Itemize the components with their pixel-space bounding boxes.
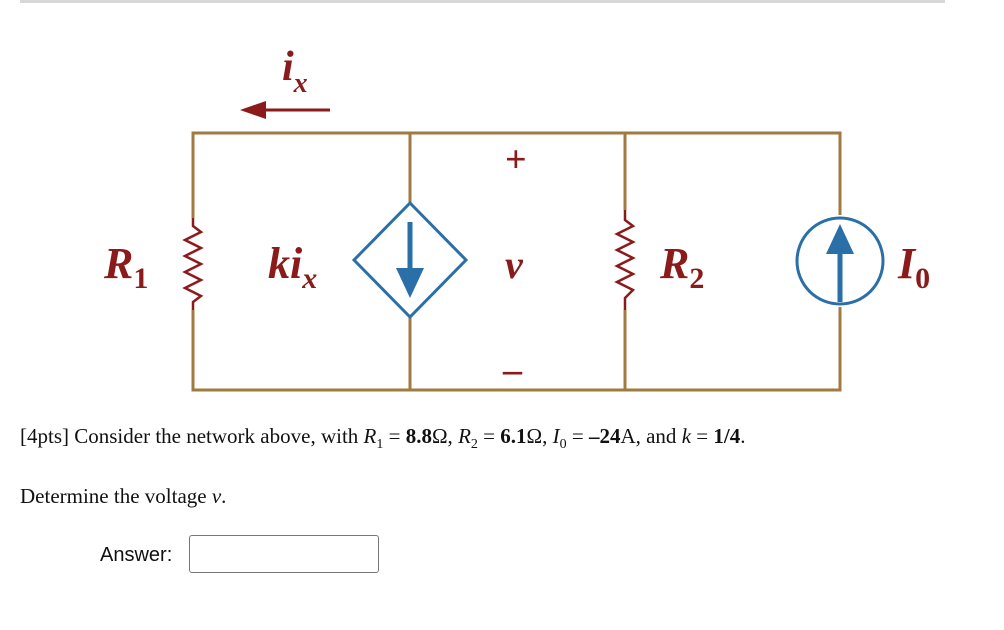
dep-source-label: kix <box>268 239 317 295</box>
arrow-down-icon <box>396 268 424 298</box>
circuit-diagram: ix R1 kix + v – R2 I0 <box>103 44 930 392</box>
r2-value: 6.1 <box>500 424 527 448</box>
determine-text: Determine the voltage v. <box>20 484 227 508</box>
r1-resistor-icon <box>182 218 204 310</box>
ix-label: ix <box>282 44 308 99</box>
k-value: 1/4 <box>713 424 741 448</box>
v-plus-sign: + <box>505 139 527 181</box>
r2-label: R2 <box>659 239 704 295</box>
answer-label: Answer: <box>100 544 173 566</box>
io-value: –24 <box>588 424 621 448</box>
v-label: v <box>505 242 524 287</box>
v-minus-sign: – <box>502 349 523 391</box>
points-label: [4pts] <box>20 424 69 448</box>
arrow-left-icon <box>240 101 266 119</box>
r2-resistor-icon <box>614 210 636 310</box>
top-divider <box>20 0 945 3</box>
answer-input[interactable] <box>189 535 379 573</box>
arrow-up-icon <box>826 224 854 254</box>
question-text: [4pts] Consider the network above, with … <box>20 424 746 452</box>
r1-value: 8.8 <box>405 424 432 448</box>
r1-label: R1 <box>103 239 148 295</box>
io-label: I0 <box>897 239 930 295</box>
